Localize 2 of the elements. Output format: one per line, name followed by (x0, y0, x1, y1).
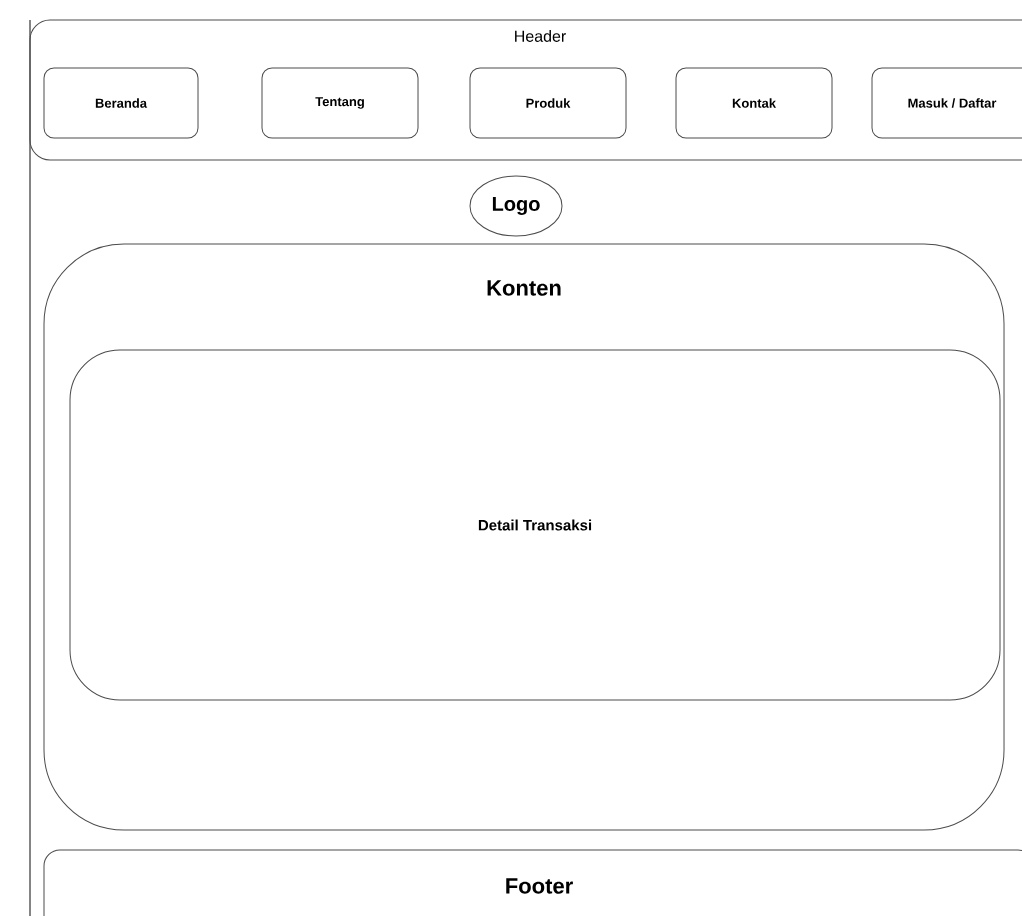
section-box: Footer (43, 849, 1022, 916)
oval-label: Logo (469, 175, 563, 237)
